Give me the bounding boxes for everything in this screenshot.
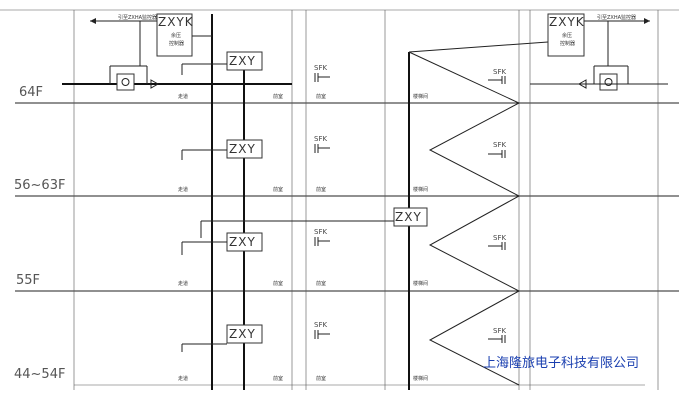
zxy-44f-label: ZXY [229, 327, 256, 341]
floor-label-44-54: 44~54F [14, 367, 65, 382]
room-corridor-55f: 走道 [178, 280, 188, 287]
zxyk-controller-right [547, 13, 585, 57]
zxyk-left-label: ZXYK [158, 15, 194, 29]
room-stair-44f: 楼梯间 [413, 375, 428, 382]
zxy-55f-label: ZXY [229, 235, 256, 249]
room-front-55f-b: 前室 [316, 280, 326, 287]
sfk-valve-55f: SFK [314, 228, 330, 246]
zxyk-left-sub1: 余压 [171, 32, 181, 39]
room-corridor-64f: 走道 [178, 93, 188, 100]
room-front-56f-b: 前室 [316, 186, 326, 193]
floor-label-55: 55F [16, 273, 40, 288]
sensor-dial-right [604, 78, 613, 86]
to-monitor-right: 引至ZXHA监控器 [597, 14, 636, 21]
room-front-55f-a: 前室 [273, 280, 283, 287]
zxyk-left-sub2: 控制器 [169, 40, 184, 47]
room-stair-55f: 楼梯间 [413, 280, 428, 287]
sfk-valve-56f: SFK [314, 135, 330, 153]
floor-grid [0, 9, 679, 390]
zxy-56f-label: ZXY [229, 142, 256, 156]
check-valve-left [150, 79, 160, 89]
room-stair-56f: 楼梯间 [413, 186, 428, 193]
floor-label-56-63: 56~63F [14, 178, 65, 193]
sfk-stair-64f: SFK [488, 68, 506, 84]
floor-label-64: 64F [19, 85, 43, 100]
zxyk-controller-left [156, 13, 193, 57]
zxyk-right-label: ZXYK [549, 15, 585, 29]
company-name: 上海隆旅电子科技有限公司 [483, 356, 640, 371]
zxy-box-56f [226, 139, 263, 159]
svg-text:SFK: SFK [314, 64, 327, 72]
zxyk-right-sub1: 余压 [562, 32, 572, 39]
zxy-box-stair [393, 207, 428, 227]
svg-text:SFK: SFK [493, 327, 506, 335]
zxyk-right-sub2: 控制器 [560, 40, 575, 47]
svg-text:SFK: SFK [493, 234, 506, 242]
svg-text:SFK: SFK [493, 68, 506, 76]
to-monitor-left: 引至ZXHA监控器 [118, 14, 157, 21]
sfk-stair-55f: SFK [488, 234, 506, 250]
sfk-stair-56f: SFK [488, 141, 506, 158]
svg-text:SFK: SFK [314, 321, 327, 329]
zxy-stair-label: ZXY [395, 210, 422, 224]
pressure-sensor-left [116, 73, 135, 91]
svg-text:SFK: SFK [314, 135, 327, 143]
sfk-valve-44f: SFK [314, 321, 330, 339]
room-stair-64f: 楼梯间 [413, 93, 428, 100]
stair-zigzag [408, 51, 521, 386]
monitor-arrow-right [644, 18, 650, 24]
zxy-box-64f [226, 51, 263, 71]
sfk-stair-44f: SFK [488, 327, 506, 343]
room-corridor-44f: 走道 [178, 375, 188, 382]
room-front-44f-a: 前室 [273, 375, 283, 382]
room-front-64f-b: 前室 [316, 93, 326, 100]
svg-text:SFK: SFK [493, 141, 506, 149]
pressure-sensor-right [599, 73, 618, 91]
zxy-64f-label: ZXY [229, 54, 256, 68]
room-front-44f-b: 前室 [316, 375, 326, 382]
stair-top-link [408, 41, 549, 53]
zxy-box-44f [226, 324, 263, 344]
room-front-64f-a: 前室 [273, 93, 283, 100]
room-corridor-56f: 走道 [178, 186, 188, 193]
sensor-dial-left [121, 78, 130, 86]
monitor-arrow-left [90, 18, 96, 24]
svg-text:SFK: SFK [314, 228, 327, 236]
sfk-valve-64f: SFK [314, 64, 330, 82]
room-front-56f-a: 前室 [273, 186, 283, 193]
